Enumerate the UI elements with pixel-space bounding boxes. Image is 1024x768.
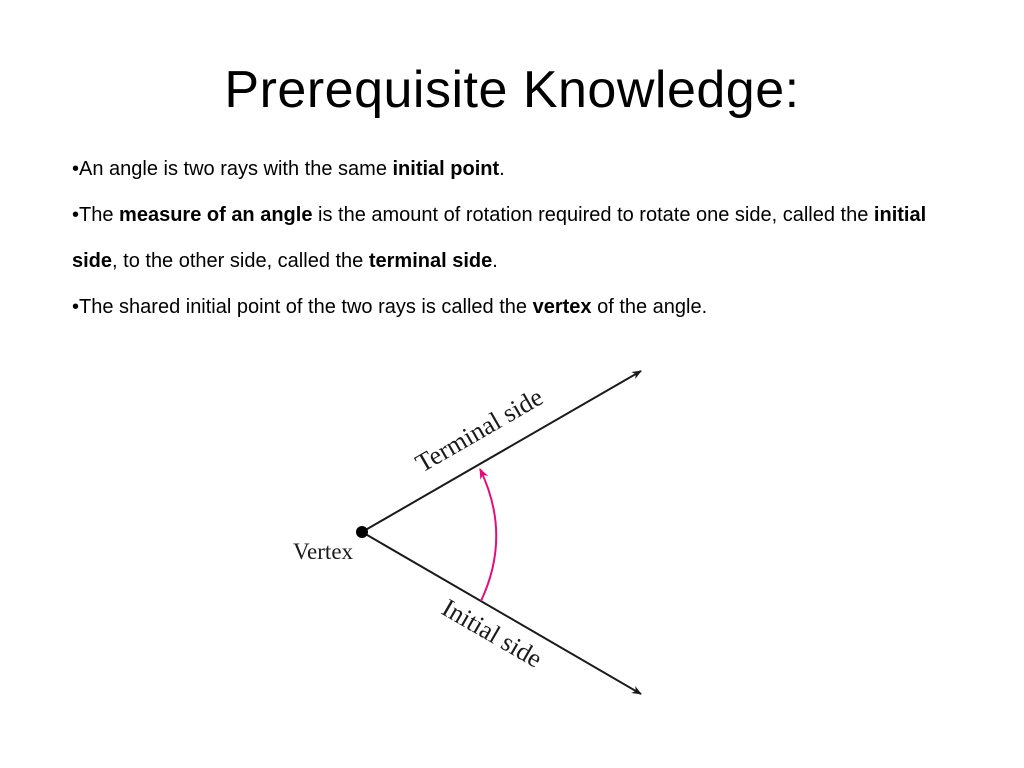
bullet-text: is the amount of rotation required to ro… <box>312 204 874 226</box>
initial-side-ray <box>361 531 642 695</box>
bullet-item: •An angle is two rays with the same init… <box>72 146 972 192</box>
initial-side-label: Initial side <box>437 593 547 673</box>
bullet-list: •An angle is two rays with the same init… <box>72 146 972 330</box>
bullet-text: , to the other side, called the <box>112 250 369 272</box>
bullet-text: . <box>499 158 505 180</box>
bullet-item: •The measure of an angle is the amount o… <box>72 192 972 284</box>
rotation-arc <box>479 468 498 602</box>
bullet-text: An angle is two rays with the same <box>79 158 393 180</box>
bullet-marker: • <box>72 158 80 180</box>
term-vertex: vertex <box>532 296 592 318</box>
vertex-label: Vertex <box>293 539 354 564</box>
bullet-text: The shared initial point of the two rays… <box>79 296 533 318</box>
terminal-side-ray <box>361 370 642 533</box>
bullet-text: of the angle. <box>591 296 708 318</box>
bullet-item: •The shared initial point of the two ray… <box>72 284 972 330</box>
bullet-marker: • <box>72 204 80 226</box>
angle-diagram: Vertex Terminal side Initial side <box>293 370 642 695</box>
term-terminal-side: terminal side <box>368 250 493 272</box>
vertex-point <box>356 526 368 538</box>
bullet-marker: • <box>72 296 80 318</box>
term-measure-of-an-angle: measure of an angle <box>119 204 313 226</box>
bullet-text: The <box>79 204 120 226</box>
bullet-text: . <box>492 250 498 272</box>
term-initial-side: initial side <box>72 204 927 272</box>
term-initial-point: initial point <box>392 158 500 180</box>
slide-title: Prerequisite Knowledge: <box>224 61 800 119</box>
